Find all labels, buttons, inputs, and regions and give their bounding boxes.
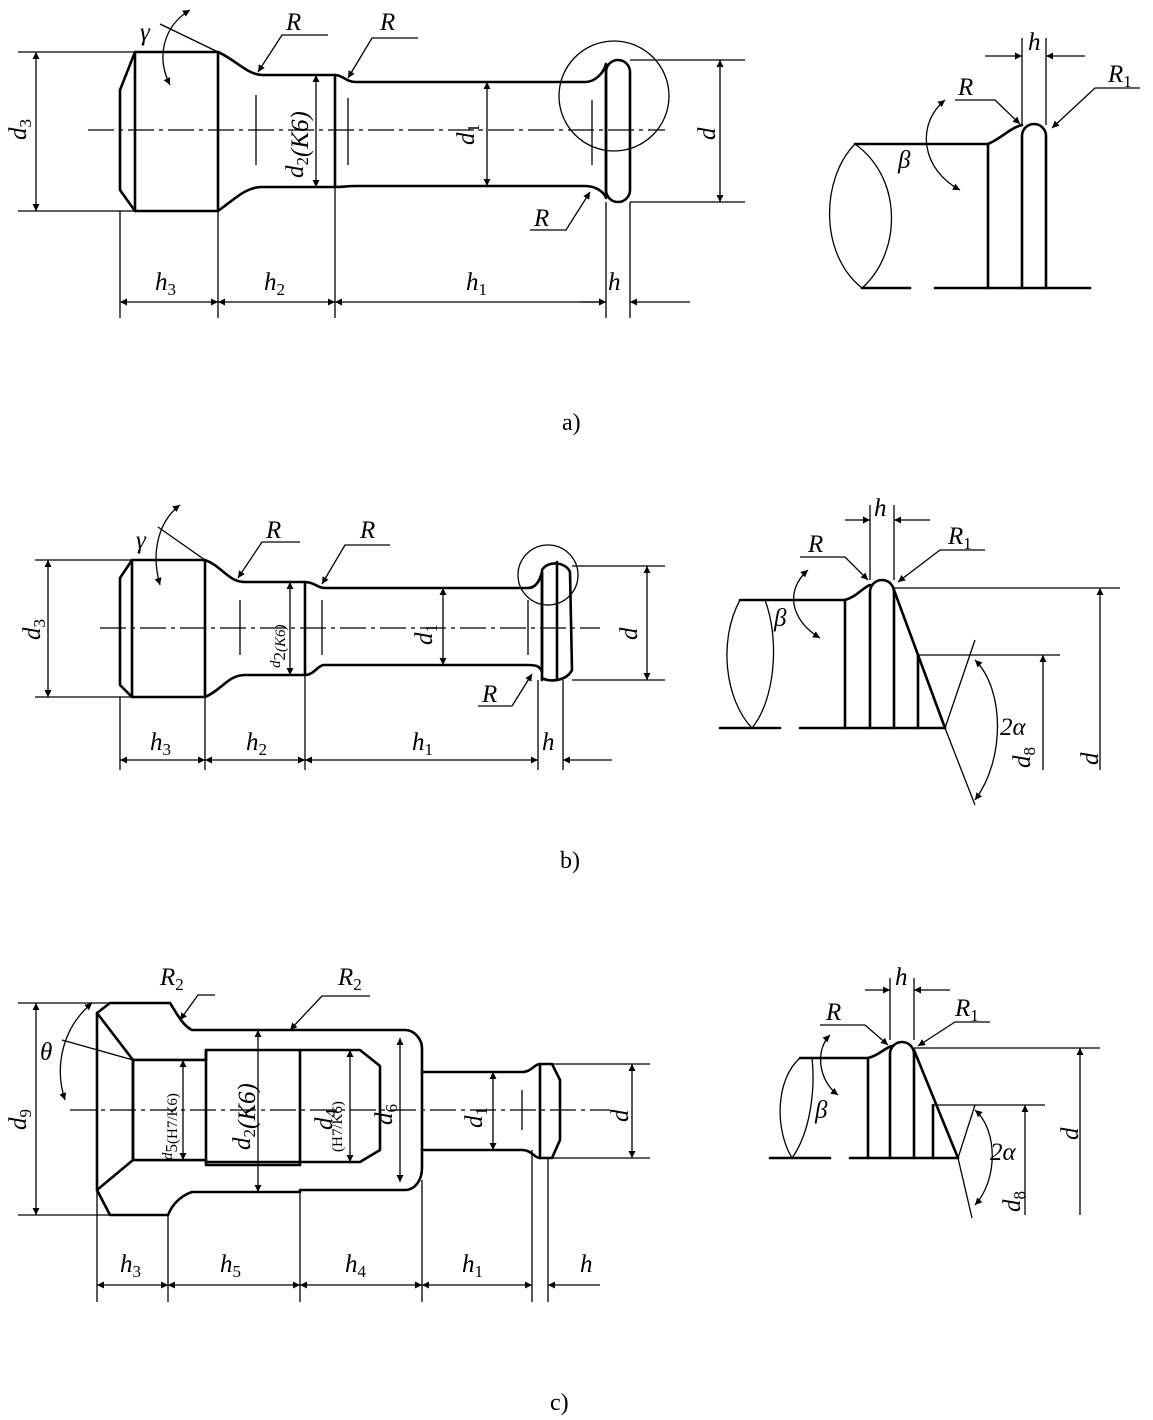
- label-d8-detail-b: d8: [1009, 747, 1039, 768]
- label-h2-a: h2: [264, 269, 285, 299]
- label-h3-b: h3: [150, 729, 171, 759]
- label-gamma-b: γ: [136, 527, 147, 554]
- figure-a: d3 d2(K6) d1 d h3 h2 h1 h R R R: [5, 9, 1140, 436]
- label-d1-c: d1: [461, 1107, 491, 1128]
- label-R-upper-left-b: R: [265, 517, 281, 544]
- head-a: [604, 58, 632, 204]
- label-R-detail-a: R: [957, 74, 973, 101]
- label-d3-a: d3: [5, 119, 35, 140]
- label-d-detail-b: d: [1077, 752, 1104, 765]
- label-h3-c: h3: [120, 1251, 141, 1281]
- label-d3-b: d3: [19, 619, 49, 640]
- label-d9-c: d9: [5, 1109, 35, 1130]
- label-d4-fit-c: (H7/K6): [330, 1101, 346, 1152]
- label-d5-c: d5(H7/K6): [160, 1093, 181, 1160]
- label-d-c: d: [607, 1109, 634, 1122]
- figure-b: d3 d2(K6) d1 d h3 h2 h1 h R R R: [19, 495, 1120, 874]
- caption-c: c): [550, 1390, 569, 1416]
- label-h-b: h: [542, 729, 555, 756]
- label-h-detail-a: h: [1028, 29, 1041, 56]
- label-R-detail-b: R: [807, 531, 823, 558]
- label-R2-left-c: R2: [159, 964, 184, 994]
- label-theta-c: θ: [40, 1039, 52, 1066]
- label-R-upper-right-a: R: [379, 9, 395, 36]
- label-h-a: h: [608, 269, 621, 296]
- caption-a: a): [562, 410, 581, 436]
- label-h-c: h: [580, 1251, 593, 1278]
- label-d2-b: d2(K6): [268, 625, 289, 669]
- figure-c: d9 d5(H7/K6) d2(K6) d4 (H7/K6) d6 d1 d: [5, 964, 1100, 1416]
- label-R1-detail-c: R1: [954, 995, 979, 1025]
- label-d-a: d: [694, 127, 721, 140]
- detail-circle-a: [558, 40, 670, 152]
- label-h2-b: h2: [246, 729, 267, 759]
- label-h1-a: h1: [466, 269, 487, 299]
- label-h1-c: h1: [462, 1251, 483, 1281]
- label-h-detail-b: h: [874, 495, 887, 522]
- label-R1-detail-b: R1: [947, 523, 972, 553]
- label-beta-detail-a: β: [897, 147, 911, 174]
- label-d-b: d: [616, 627, 643, 640]
- label-d8-detail-c: d8: [999, 1191, 1029, 1212]
- caption-b: b): [560, 848, 580, 874]
- label-R-upper-right-b: R: [359, 517, 375, 544]
- label-d2-c: d2(K6): [229, 1083, 261, 1150]
- label-d2-a: d2(K6): [282, 111, 314, 178]
- label-R2-right-c: R2: [337, 964, 362, 994]
- label-R-upper-left-a: R: [285, 9, 301, 36]
- label-h4-c: h4: [345, 1251, 367, 1281]
- label-beta-detail-c: β: [814, 1097, 828, 1124]
- label-2alpha-detail-b: 2α: [1000, 714, 1027, 741]
- label-gamma-a: γ: [140, 19, 151, 46]
- detail-b: h R R1 β d d8 2α: [718, 495, 1120, 806]
- detail-a: h R R1 β: [828, 29, 1140, 290]
- label-R-lower-b: R: [481, 681, 497, 708]
- label-R-detail-c: R: [825, 999, 841, 1026]
- label-d6-c: d6: [371, 1104, 401, 1125]
- label-d1-a: d1: [453, 124, 483, 145]
- label-h1-b: h1: [412, 729, 433, 759]
- label-d-detail-c: d: [1057, 1127, 1084, 1140]
- label-R1-detail-a: R1: [1107, 61, 1132, 91]
- pin-outline-a: [118, 50, 608, 213]
- label-d4-c: d4: [311, 1109, 341, 1131]
- label-beta-detail-b: β: [773, 605, 787, 632]
- label-2alpha-detail-c: 2α: [990, 1139, 1017, 1166]
- label-d1-b: d1: [411, 624, 441, 645]
- label-h5-c: h5: [220, 1251, 241, 1281]
- label-h-detail-c: h: [895, 964, 908, 991]
- detail-c: h R R1 β d d8 2α: [768, 964, 1100, 1219]
- label-h3-a: h3: [155, 269, 176, 299]
- label-R-lower-a: R: [533, 205, 549, 232]
